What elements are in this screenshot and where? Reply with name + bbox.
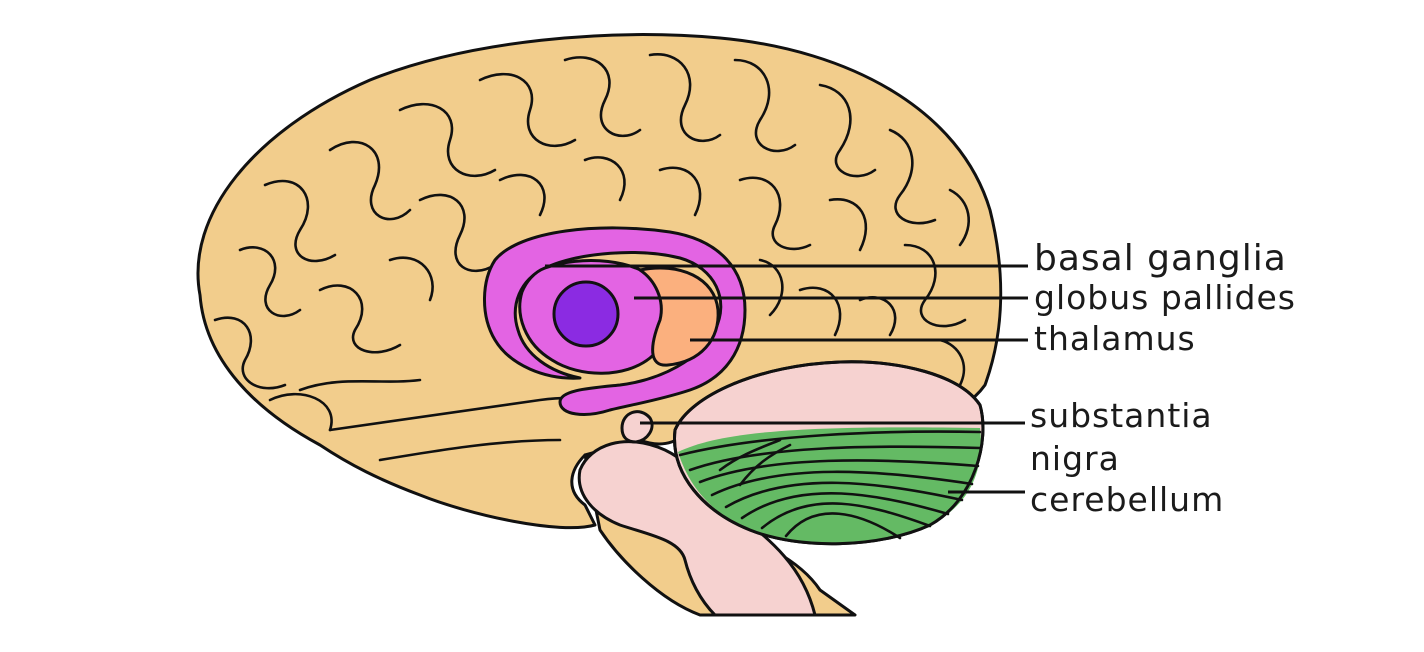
label-basal-ganglia: basal ganglia (1034, 238, 1287, 279)
basal-ganglia (483, 226, 747, 416)
label-thalamus: thalamus (1034, 319, 1196, 358)
substantia-nigra (620, 410, 654, 444)
labels: basal ganglia globus pallides thalamus s… (1030, 238, 1296, 519)
cortex-sulci (213, 53, 970, 462)
label-substantia: substantia (1030, 396, 1213, 435)
leader-lines (545, 264, 1028, 494)
cerebellum-outline (673, 360, 985, 546)
globus-pallides-core (552, 280, 620, 348)
label-nigra: nigra (1030, 439, 1120, 478)
label-cerebellum: cerebellum (1030, 480, 1224, 519)
label-globus-pallides: globus pallides (1034, 278, 1296, 317)
cerebellum-folia (678, 430, 982, 540)
brainstem (577, 440, 817, 617)
